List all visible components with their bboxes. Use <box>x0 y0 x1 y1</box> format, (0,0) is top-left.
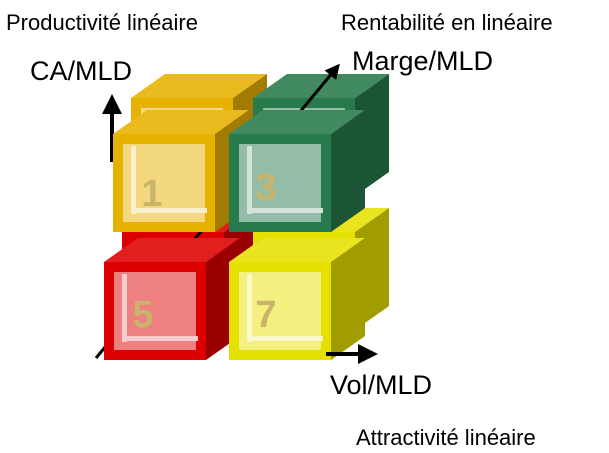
cube-top-face <box>229 110 365 134</box>
cube-top-face <box>104 238 240 262</box>
cube-5: 5 <box>104 238 240 360</box>
cube-number-label: 3 <box>255 167 276 209</box>
cube-top-face <box>229 238 365 262</box>
label-rentabilite: Rentabilité en linéaire <box>341 10 553 35</box>
cube-number-label: 5 <box>132 294 153 336</box>
cube-7: 7 <box>229 238 365 360</box>
cube-number-label: 7 <box>255 294 276 336</box>
cube-top-face <box>131 74 267 98</box>
label-ca-mld: CA/MLD <box>30 56 133 86</box>
cube-inner-edge <box>247 336 323 341</box>
label-marge-mld: Marge/MLD <box>352 46 494 76</box>
cube-3: 3 <box>229 110 365 232</box>
cube-inner-edge <box>247 146 252 214</box>
cube-inner-edge <box>247 208 323 213</box>
cube-inner-edge <box>122 274 127 342</box>
cube-inner-edge <box>122 336 198 341</box>
label-vol-mld: Vol/MLD <box>330 370 433 400</box>
cube-inner-edge <box>131 208 207 213</box>
label-attractivite: Attractivité linéaire <box>356 425 536 450</box>
label-productivite: Productivité linéaire <box>6 10 198 35</box>
cube-side-face <box>331 238 365 360</box>
cube-inner-edge <box>131 146 136 214</box>
cube-side-face <box>331 110 365 232</box>
cube-1: 1 <box>113 110 249 232</box>
cube-number-label: 1 <box>141 173 162 215</box>
cube-inner-edge <box>247 274 252 342</box>
cube-top-face <box>113 110 249 134</box>
